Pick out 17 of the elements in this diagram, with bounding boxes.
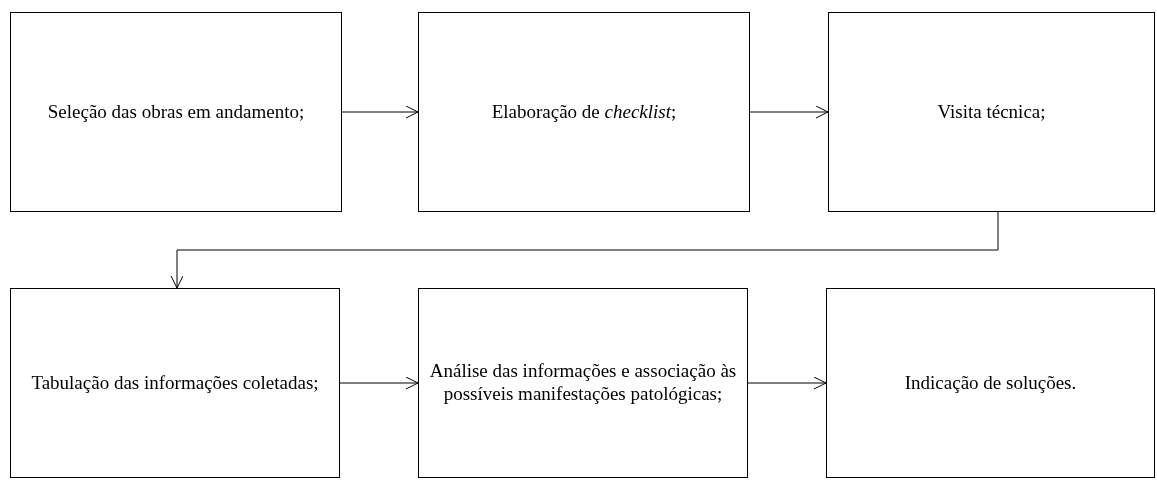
arrow — [749, 105, 829, 119]
process-box — [828, 12, 1155, 212]
process-box — [10, 12, 342, 212]
step-text: Tabulação das informações coletadas; — [30, 371, 320, 395]
arrow — [339, 376, 419, 390]
step-text: Elaboração de checklist; — [490, 100, 678, 124]
process-box — [10, 288, 340, 478]
arrow — [170, 211, 999, 289]
arrow — [747, 376, 827, 390]
process-box — [826, 288, 1155, 478]
arrow — [341, 105, 419, 119]
step-text: Visita técnica; — [936, 100, 1047, 124]
step-text: Indicação de soluções. — [903, 371, 1078, 395]
step-text: Seleção das obras em andamento; — [46, 100, 306, 124]
step-text: Análise das informações e associação às possíveis manifestações patológicas; — [428, 360, 738, 406]
process-box — [418, 288, 748, 478]
process-box — [418, 12, 750, 212]
